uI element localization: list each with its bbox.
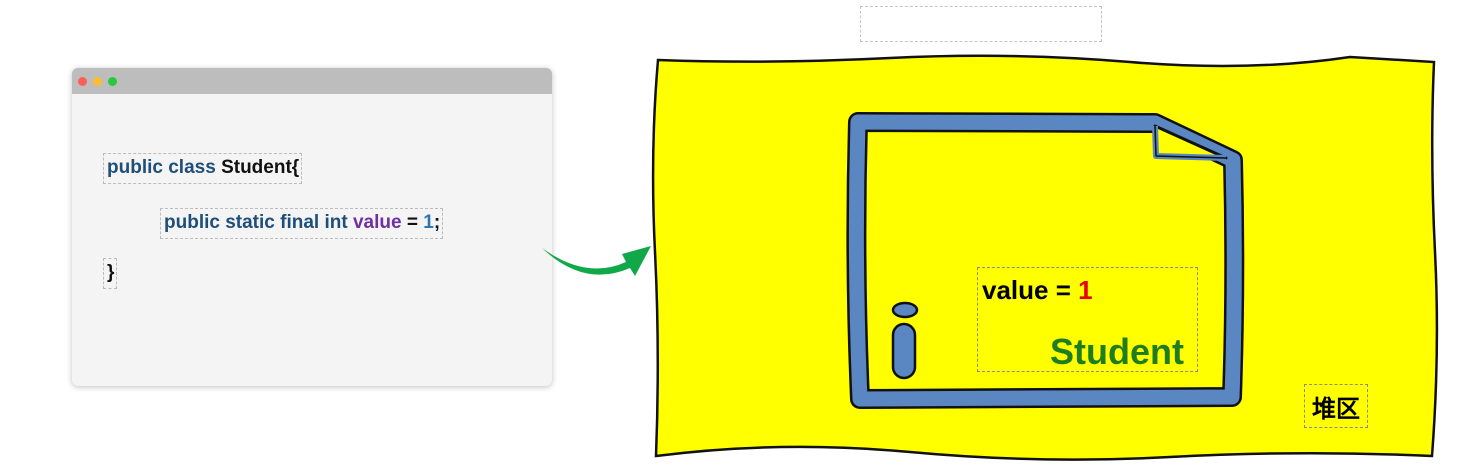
code-keyword: public class <box>107 157 216 178</box>
code-class-name: Student{ <box>221 157 300 178</box>
window-maximize-dot[interactable] <box>108 77 117 86</box>
class-object-name: Student <box>1050 331 1184 372</box>
curved-arrow-icon <box>542 246 651 276</box>
code-operator: = <box>406 212 418 233</box>
heap-area-label: 堆区 <box>1304 384 1368 428</box>
info-icon <box>891 301 919 380</box>
value-label: value = <box>982 275 1071 305</box>
heap-area <box>651 54 1439 461</box>
window-title-bar <box>72 68 552 94</box>
code-line-class-declaration: public class Student{ <box>102 153 303 184</box>
code-editor-window: public class Student{ public static fina… <box>72 68 552 386</box>
code-semicolon: ; <box>433 212 441 233</box>
code-brace: } <box>107 262 115 283</box>
static-value-line: value = 1 <box>982 275 1093 306</box>
code-line-closing-brace: } <box>102 258 118 289</box>
empty-caption-box <box>860 6 1102 42</box>
code-variable: value <box>352 212 402 233</box>
code-line-field-declaration: public static final int value = 1; <box>159 208 444 239</box>
value-number: 1 <box>1078 275 1093 305</box>
code-keyword: public static final int <box>164 212 348 233</box>
window-minimize-dot[interactable] <box>93 77 102 86</box>
value-box <box>977 267 1198 372</box>
code-number: 1 <box>423 212 434 233</box>
window-close-dot[interactable] <box>78 77 87 86</box>
